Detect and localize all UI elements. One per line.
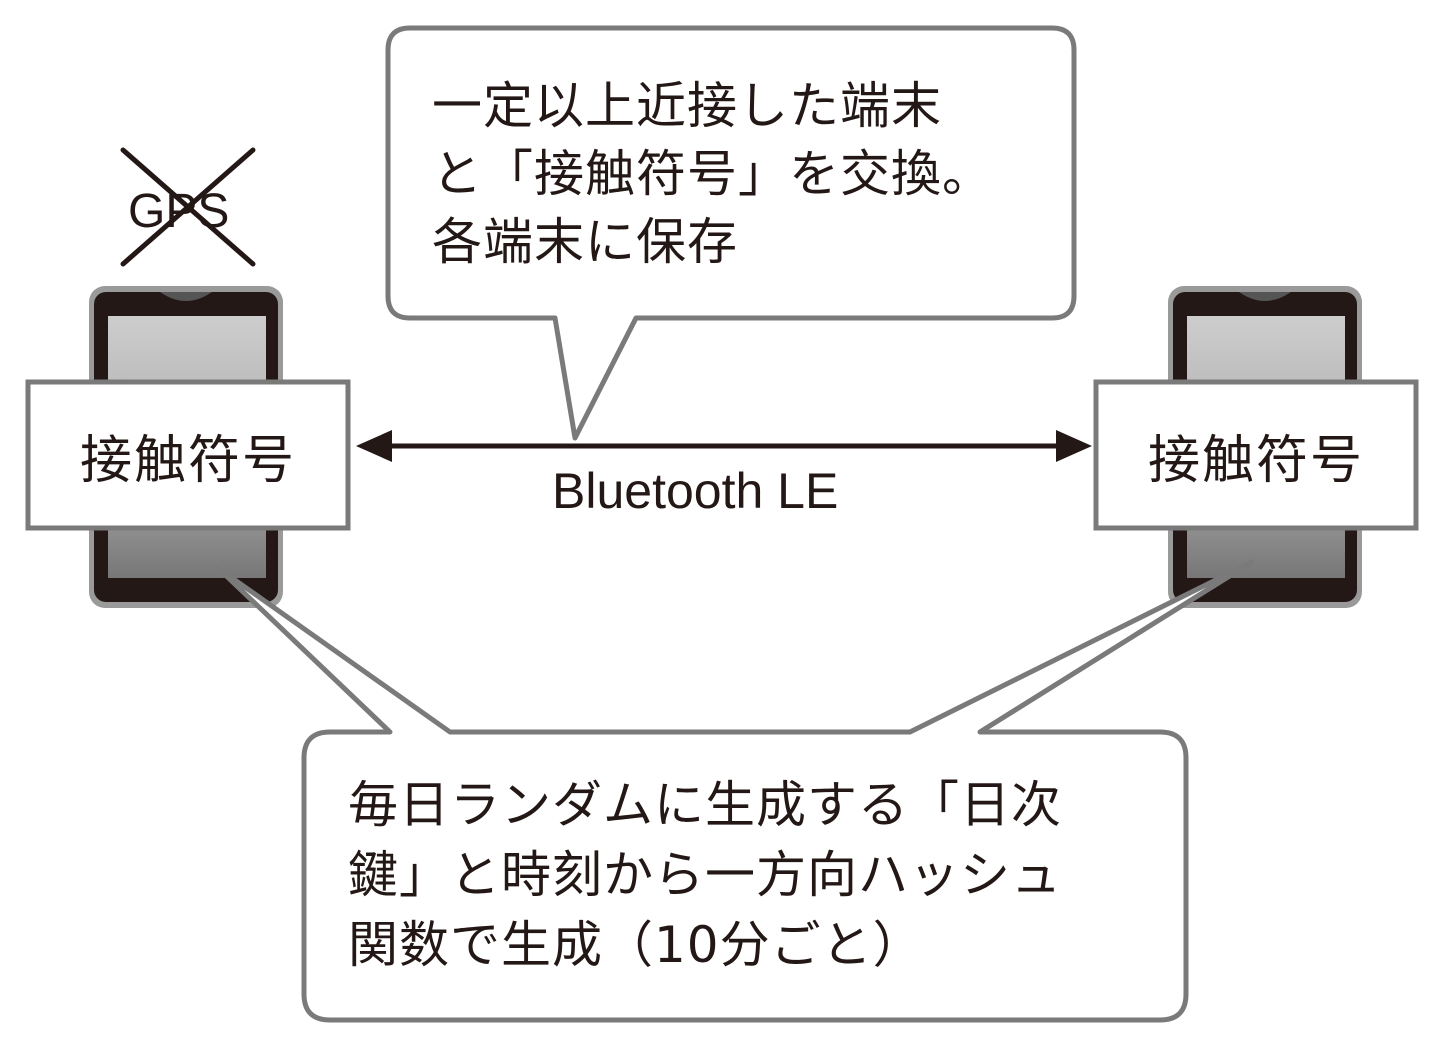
right-contact-code-label: 接触符号 — [1147, 430, 1364, 491]
bottom-callout-line: 鍵」と時刻から一方向ハッシュ — [348, 846, 1062, 904]
top-callout-text: 一定以上近接した端末 と「接触符号」を交換。 各端末に保存 — [432, 72, 993, 276]
gps-cross-icon — [120, 147, 256, 267]
left-contact-code-label: 接触符号 — [79, 430, 296, 491]
bluetooth-arrow — [356, 430, 1092, 462]
bluetooth-label: Bluetooth LE — [552, 463, 839, 519]
top-callout-line: と「接触符号」を交換。 — [432, 145, 993, 203]
top-callout-bubble — [385, 25, 1077, 441]
right-label-box — [1093, 379, 1419, 531]
left-label-box — [25, 379, 351, 531]
top-callout-line: 一定以上近接した端末 — [432, 77, 942, 135]
bottom-callout-line: 関数で生成（10分ごと） — [348, 916, 924, 974]
bottom-callout-line: 毎日ランダムに生成する「日次 — [348, 776, 1062, 834]
bottom-callout-text: 毎日ランダムに生成する「日次 鍵」と時刻から一方向ハッシュ 関数で生成（10分ご… — [348, 770, 1062, 980]
gps-label: GPS — [128, 185, 230, 238]
top-callout-line: 各端末に保存 — [432, 213, 738, 271]
bottom-callout-bubble — [215, 559, 1255, 1023]
